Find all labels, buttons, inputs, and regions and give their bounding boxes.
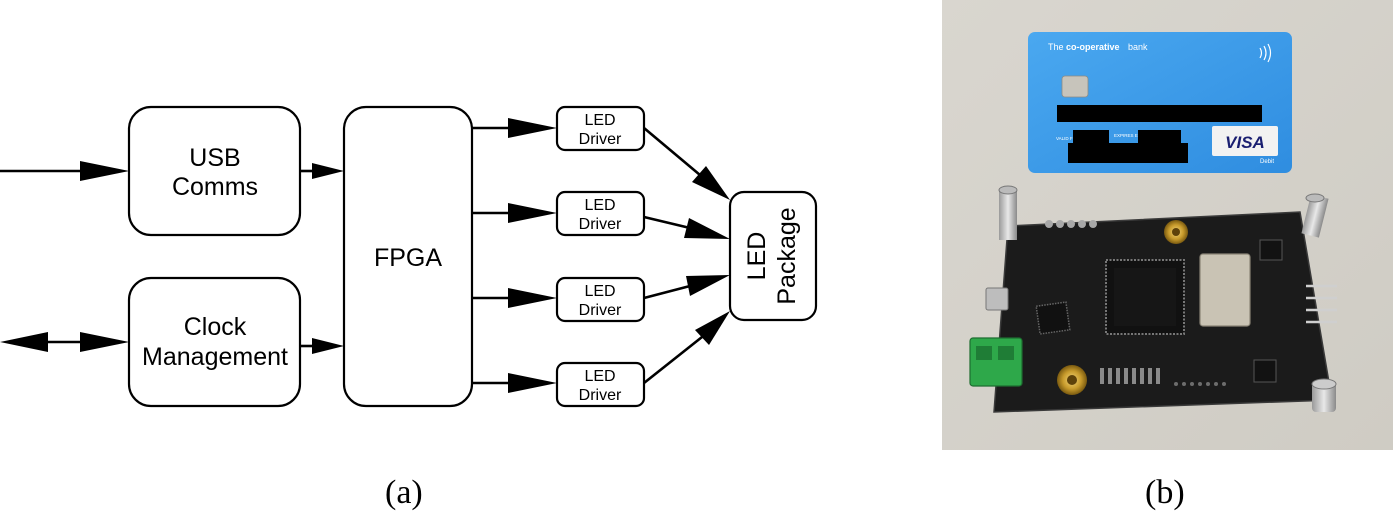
usb-comms-label-line1: USB — [189, 144, 240, 172]
standoff-bottom-right — [1312, 382, 1336, 412]
card-type: Debit — [1260, 159, 1274, 165]
led-package-label-line2: Package — [773, 207, 801, 304]
led-package-box — [728, 190, 818, 322]
driver-4-to-package-arrowhead — [695, 311, 730, 345]
fpga-to-driver-3-arrowhead — [508, 288, 557, 308]
card-expires-end: EXPIRES END — [1114, 133, 1145, 138]
led-driver-3-label-line2: Driver — [579, 302, 622, 319]
led-driver-box-2 — [555, 190, 646, 237]
driver-2-to-package-arrowhead — [684, 218, 730, 239]
usb-input-arrowhead — [80, 161, 129, 181]
card-valid-from: VALID FROM — [1056, 136, 1083, 141]
led-row — [1045, 220, 1097, 228]
standoff-top-left — [999, 190, 1017, 240]
contactless-icon — [1259, 43, 1272, 63]
driver-3-to-package-arrowhead — [686, 275, 730, 296]
led-driver-4-label-line1: LED — [584, 368, 615, 385]
fpga-to-driver-2-arrowhead — [508, 203, 557, 223]
card-bank-name: co-operative — [1066, 42, 1120, 52]
led-driver-2-label-line1: LED — [584, 197, 615, 214]
driver-3-to-package-line — [643, 284, 691, 300]
pcb-board — [969, 185, 1337, 413]
fpga-to-driver-1-arrowhead — [508, 118, 557, 138]
header-pins — [1306, 284, 1337, 324]
led-driver-1-label-line2: Driver — [579, 131, 622, 148]
terminal-block — [969, 337, 1023, 387]
clock-right-arrowhead — [80, 332, 129, 352]
fpga-label: FPGA — [374, 244, 442, 272]
block-diagram: USB Comms Clock Management FPGA LED Driv… — [0, 105, 818, 408]
card-network-logo: VISA — [1225, 133, 1265, 152]
chip-icon — [1061, 75, 1089, 98]
clock-to-fpga-arrowhead — [312, 338, 344, 354]
redaction-bar-4 — [1068, 143, 1188, 163]
clock-left-arrowhead — [0, 332, 48, 352]
driver-1-to-package-line — [643, 127, 701, 176]
led-driver-box-4 — [555, 361, 646, 408]
oscillator — [1199, 253, 1251, 327]
caption-a: (a) — [385, 474, 423, 511]
led-driver-box-3 — [555, 276, 646, 323]
bank-card: The co-operative bank VALID FROM EXPIRES… — [1028, 32, 1292, 173]
fpga-to-driver-4-arrowhead — [508, 373, 557, 393]
driver-2-to-package-line — [643, 215, 691, 230]
card-bank-prefix: The — [1048, 42, 1064, 52]
usb-comms-label-line2: Comms — [172, 173, 258, 201]
led-package-label-line1: LED — [743, 232, 771, 281]
board-photo: The co-operative bank VALID FROM EXPIRES… — [942, 0, 1393, 450]
redaction-bar-1 — [1057, 105, 1262, 122]
clock-management-label-line2: Management — [142, 343, 288, 371]
clock-management-box — [127, 276, 302, 408]
card-bank-suffix: bank — [1128, 42, 1148, 52]
fpga-box — [342, 105, 474, 408]
standoff-top-right — [1301, 194, 1329, 238]
clock-management-label-line1: Clock — [184, 313, 247, 341]
usb-to-fpga-arrowhead — [312, 163, 344, 179]
redaction-bar-3 — [1138, 130, 1181, 143]
led-driver-1-label-line1: LED — [584, 112, 615, 129]
led-driver-3-label-line1: LED — [584, 283, 615, 300]
driver-4-to-package-line — [643, 335, 703, 385]
led-driver-4-label-line2: Driver — [579, 387, 622, 404]
usb-connector — [985, 287, 1009, 311]
driver-1-to-package-arrowhead — [692, 166, 730, 200]
small-chip — [1035, 301, 1071, 335]
redaction-bar-2 — [1073, 130, 1109, 143]
caption-b: (b) — [1145, 474, 1185, 511]
led-driver-2-label-line2: Driver — [579, 216, 622, 233]
